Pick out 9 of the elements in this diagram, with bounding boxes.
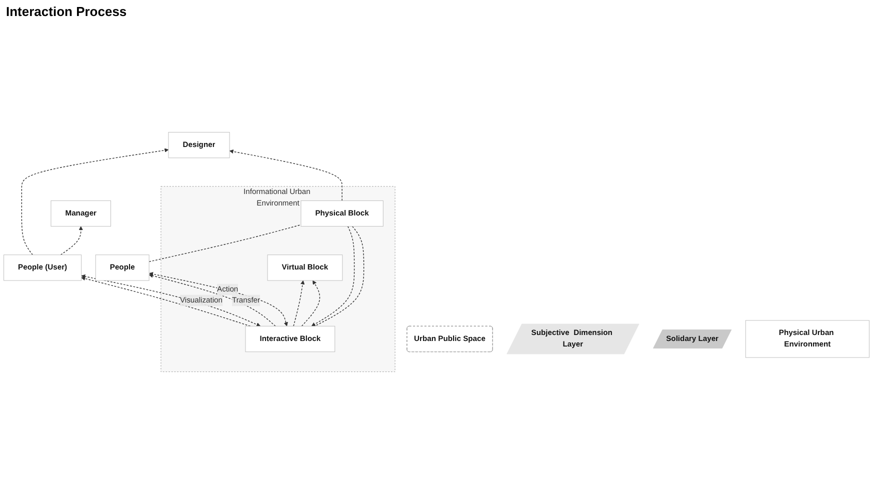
arrow — [229, 149, 342, 202]
connector — [148, 224, 302, 262]
arrow — [301, 280, 320, 326]
arrow — [293, 280, 305, 326]
arrow — [60, 226, 83, 256]
connector — [314, 226, 364, 326]
heading-text: Interaction Process — [6, 4, 127, 19]
arrow — [311, 226, 355, 326]
arrow — [21, 148, 169, 256]
